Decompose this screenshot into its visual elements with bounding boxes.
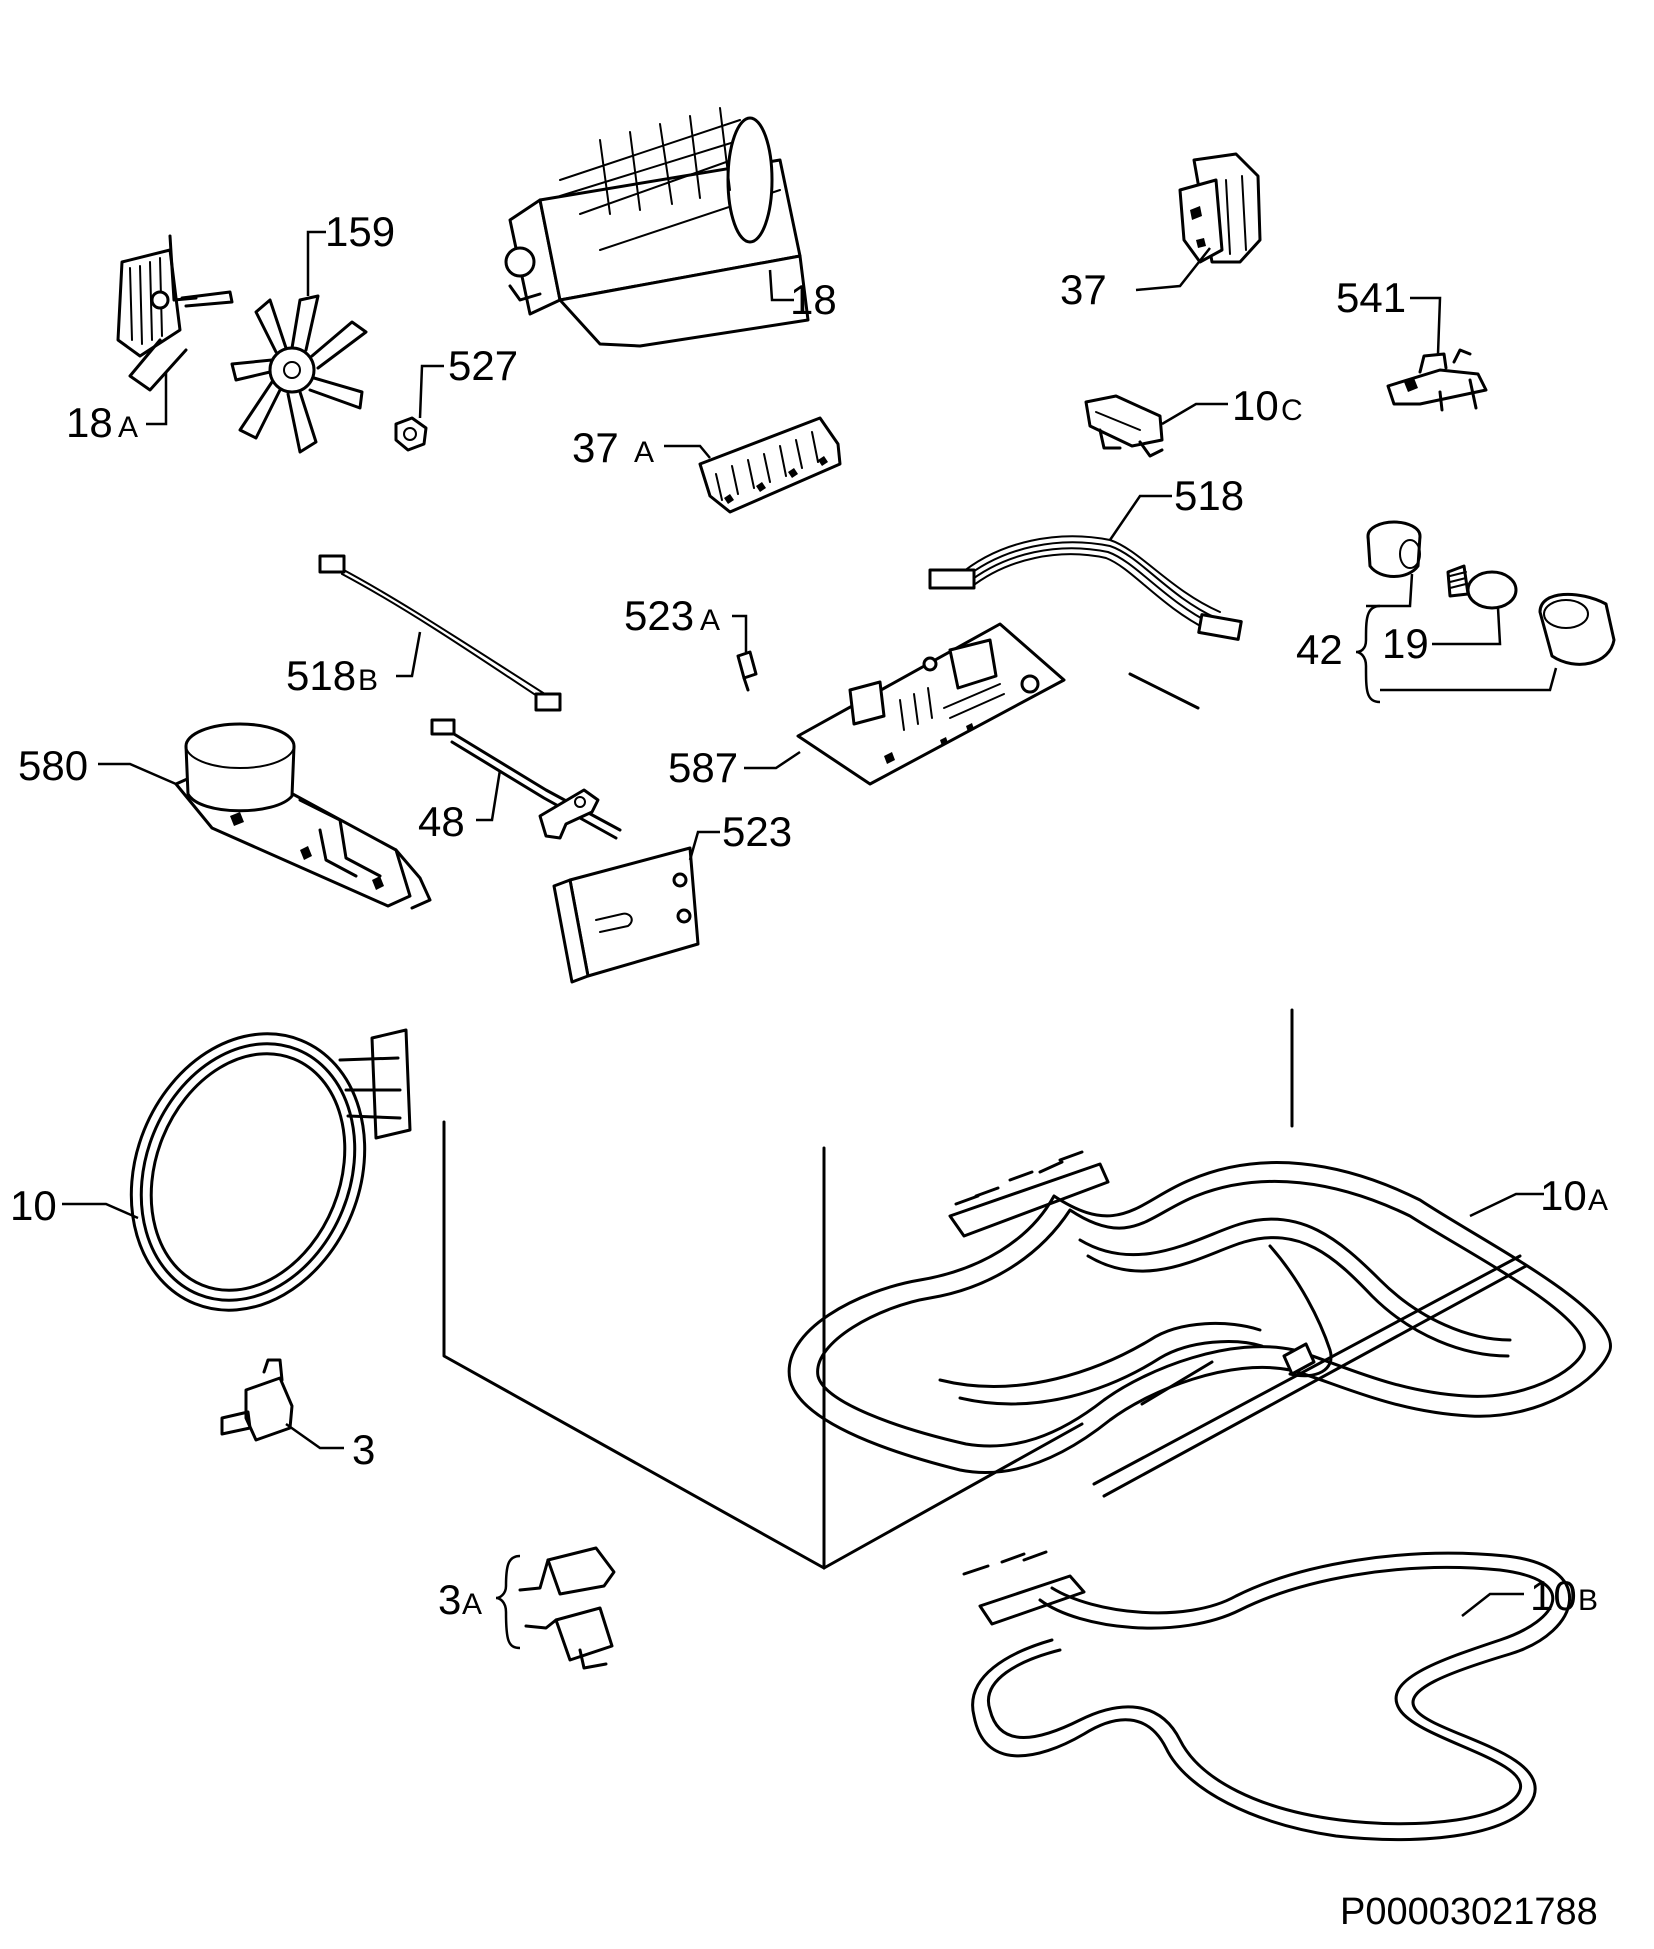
leader-42-bottom: [1380, 667, 1558, 692]
leader-10c: [1161, 402, 1228, 426]
label-3a: 3: [438, 1576, 461, 1623]
part-37a-terminal-block: [698, 416, 842, 514]
part-10c-thermal-switch: [1084, 394, 1164, 458]
leader-19: [1432, 607, 1502, 646]
label-37a-suffix: A: [634, 436, 654, 469]
leader-518b: [396, 631, 422, 678]
label-10a-suffix: A: [1588, 1184, 1608, 1217]
part-518b-wire: [318, 554, 562, 712]
leader-18: [768, 269, 794, 302]
leader-10: [62, 1202, 139, 1220]
leader-159: [306, 230, 326, 296]
label-541: 541: [1336, 274, 1406, 321]
label-18: 18: [790, 276, 837, 323]
leader-541: [1410, 296, 1442, 355]
leader-518: [1108, 494, 1172, 541]
label-10c-suffix: C: [1281, 394, 1303, 427]
leader-3: [285, 1422, 344, 1450]
label-3: 3: [352, 1426, 375, 1473]
leader-10a: [1469, 1192, 1544, 1218]
label-3a-suffix: A: [462, 1588, 482, 1621]
label-580: 580: [18, 742, 88, 789]
leader-48: [476, 769, 502, 822]
label-10b-suffix: B: [1578, 1584, 1598, 1617]
label-19: 19: [1382, 620, 1429, 667]
cutline: [1128, 672, 1200, 710]
leader-3a-brace: [495, 1554, 521, 1650]
part-10b-bottom-element: [962, 1550, 1571, 1842]
label-523a-suffix: A: [700, 604, 720, 637]
leader-37: [1135, 247, 1211, 292]
label-523: 523: [722, 808, 792, 855]
part-37-switch: [1178, 152, 1262, 264]
label-42: 42: [1296, 626, 1343, 673]
leader-587: [744, 750, 801, 770]
part-3a-thermal-fuse: [518, 1546, 616, 1670]
label-518: 518: [1174, 472, 1244, 519]
part-587-electronic-board: [796, 622, 1066, 786]
leader-42-top: [1366, 573, 1414, 608]
part-523-bracket: [552, 846, 700, 984]
leader-527: [418, 364, 444, 419]
part-19-lamp-bulb: [1446, 564, 1518, 610]
part-10a-grill-element: [787, 1150, 1612, 1498]
label-18a-suffix: A: [118, 411, 138, 444]
label-587: 587: [668, 744, 738, 791]
label-527: 527: [448, 342, 518, 389]
leader-42-brace: [1355, 604, 1381, 704]
oven-cavity-outline: [442, 1008, 1294, 1570]
label-159: 159: [325, 208, 395, 255]
label-518b-suffix: B: [358, 664, 378, 697]
part-18a-fan-motor: [116, 234, 234, 392]
label-37a: 37: [572, 424, 619, 471]
label-518b: 518: [286, 652, 356, 699]
label-18a: 18: [66, 399, 113, 446]
label-10c: 10: [1232, 382, 1279, 429]
leader-523: [688, 830, 720, 861]
leader-580: [98, 762, 177, 786]
label-10a: 10: [1540, 1172, 1587, 1219]
label-48: 48: [418, 798, 465, 845]
part-48-sensor-probe: [430, 718, 622, 840]
part-42-lamp-holder: [1366, 520, 1422, 578]
part-527-nut: [394, 416, 428, 452]
part-10-circular-element: [129, 1028, 412, 1312]
label-37: 37: [1060, 266, 1107, 313]
leader-10b: [1461, 1592, 1524, 1617]
label-10: 10: [10, 1182, 57, 1229]
part-523a-sensor: [736, 650, 758, 692]
leader-37a: [664, 444, 711, 459]
part-42-lamp-cover: [1538, 592, 1616, 666]
label-10b: 10: [1530, 1572, 1577, 1619]
leader-523a: [732, 614, 748, 652]
part-518-wire-harness: [928, 535, 1243, 641]
part-541-micro-switch: [1386, 348, 1488, 412]
label-523a: 523: [624, 592, 694, 639]
part-3-thermostat: [220, 1358, 294, 1442]
part-580-motor-assembly: [174, 722, 432, 910]
part-18-tangential-fan: [504, 107, 810, 348]
leader-18a: [146, 372, 168, 426]
drawing-code: P00003021788: [1340, 1891, 1598, 1933]
part-159-fan-blade: [230, 294, 368, 454]
